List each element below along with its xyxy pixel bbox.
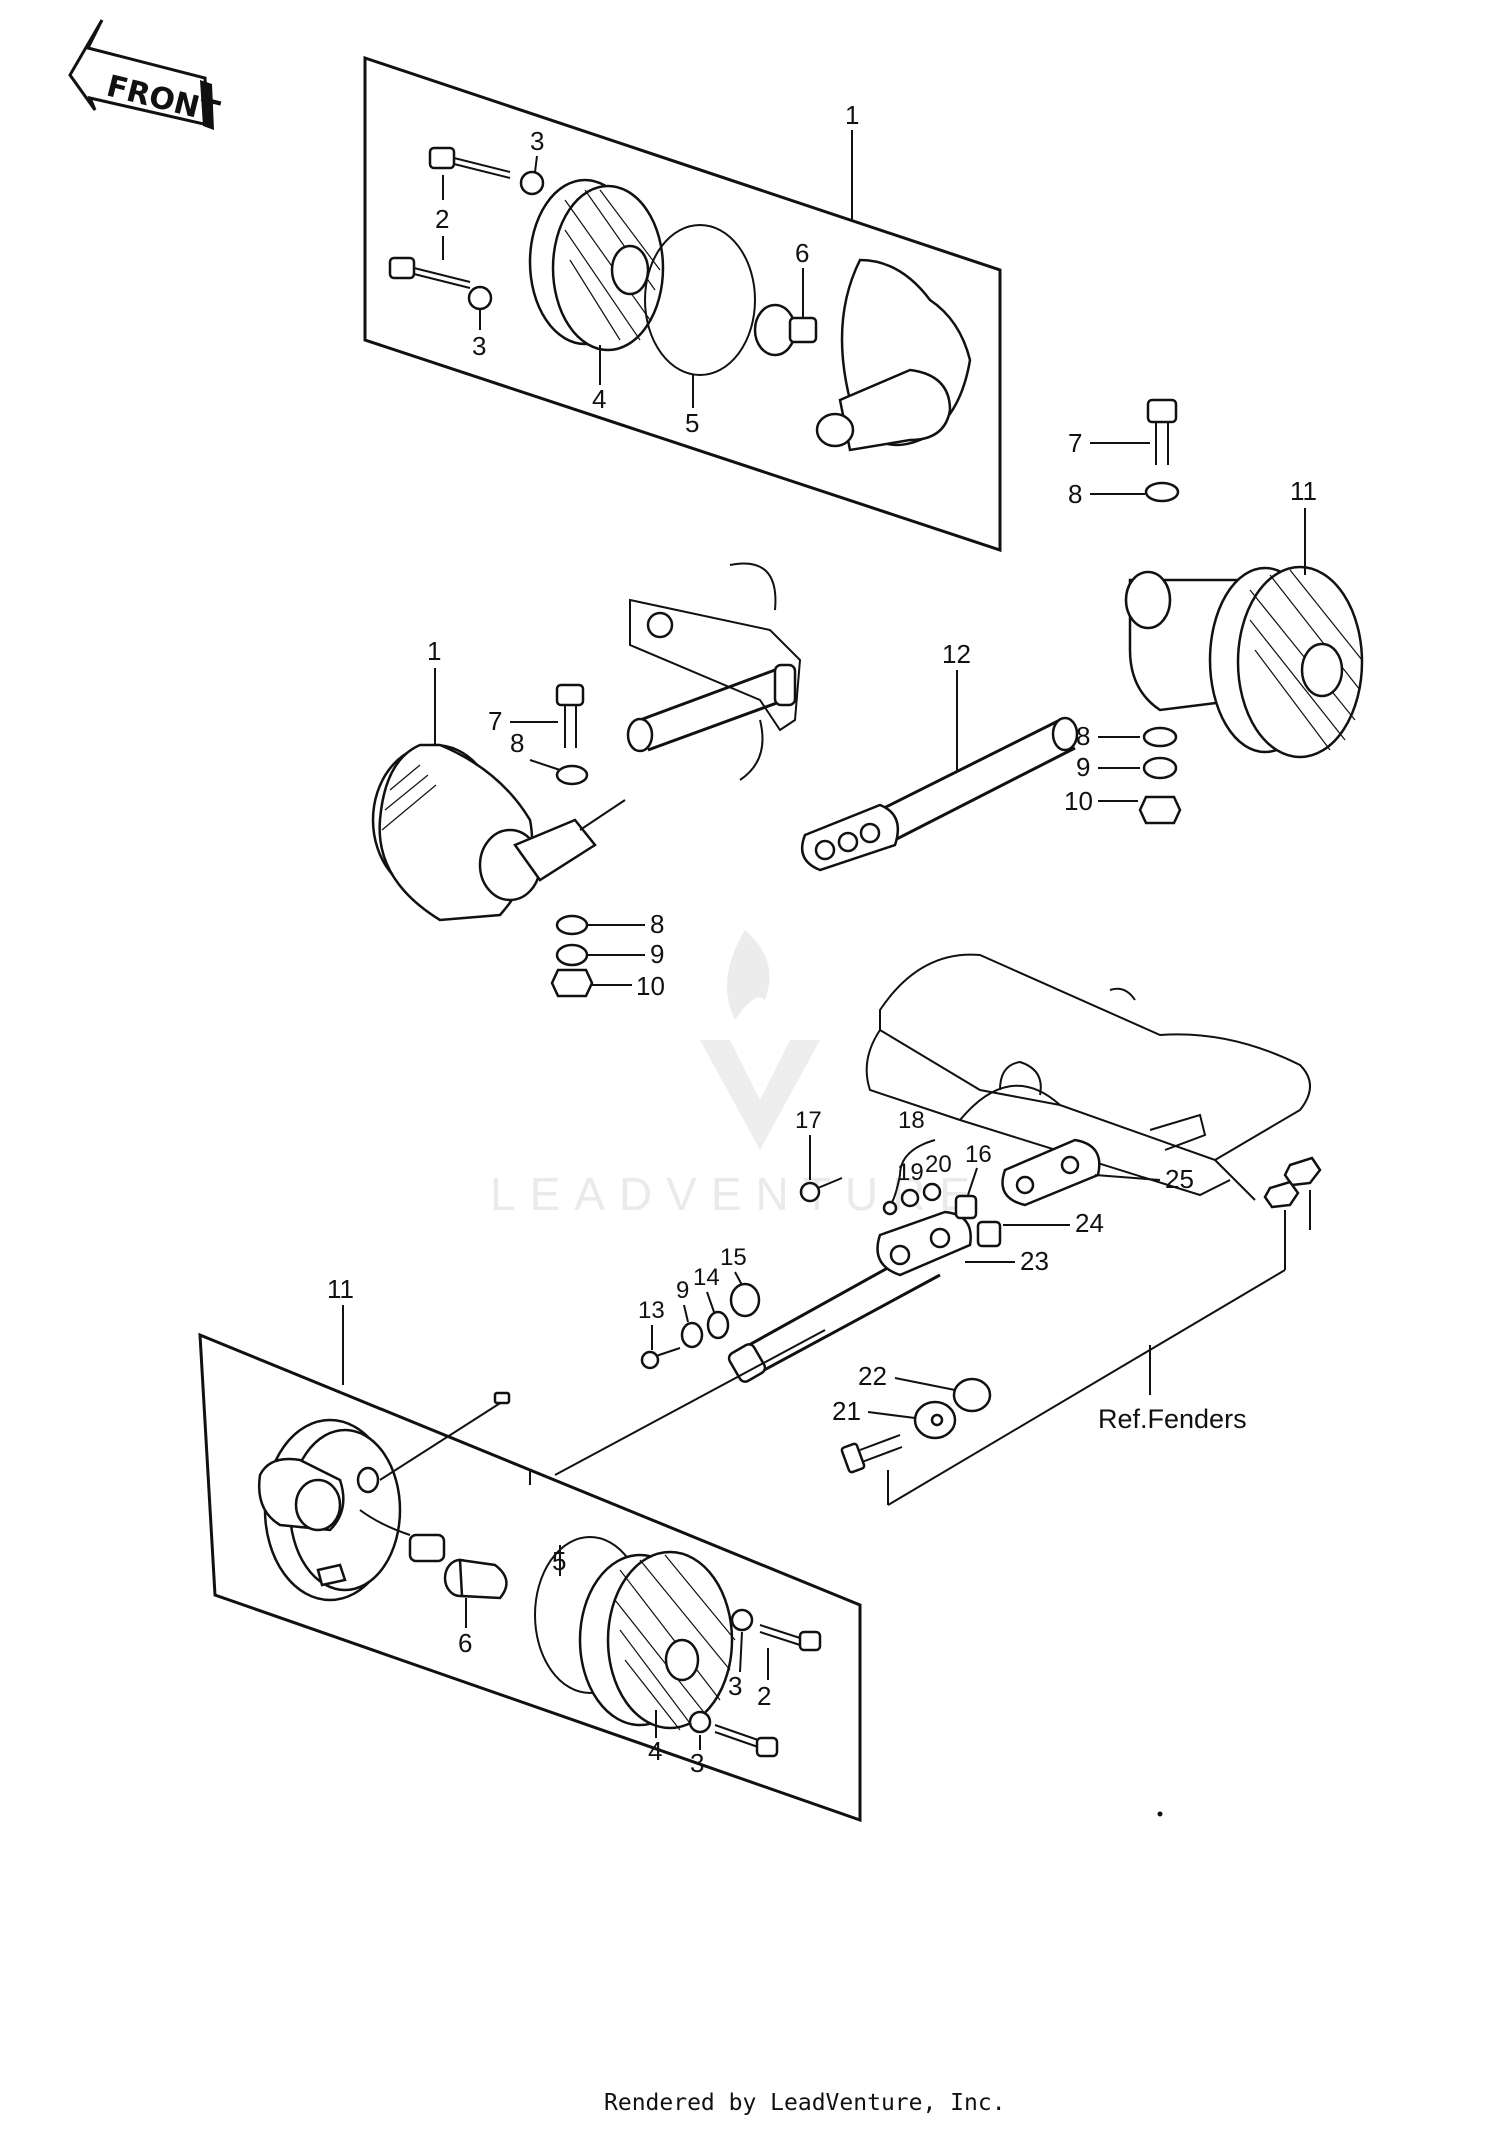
gasket-icon	[644, 224, 756, 376]
nut-icon	[1138, 795, 1182, 825]
callout-label: 9	[1076, 752, 1090, 782]
washer-icon	[706, 1310, 730, 1340]
callout-label: 2	[435, 204, 449, 234]
callout-label: 16	[965, 1141, 992, 1168]
callout-label: 12	[942, 639, 971, 669]
wire-icon	[889, 1139, 936, 1206]
bottom-assembly	[198, 1329, 862, 1823]
bushing-icon	[729, 1282, 761, 1318]
ref-fenders-group: Ref.Fenders	[887, 1190, 1311, 1506]
callout-label: 20	[925, 1151, 952, 1178]
washer-icon	[1144, 481, 1180, 503]
grommet-icon	[922, 1182, 942, 1202]
callout-label: 2	[757, 1681, 771, 1711]
collar-icon	[954, 1194, 978, 1220]
front-arrow-badge: FRONT	[68, 19, 223, 131]
callout-label: 8	[1068, 479, 1082, 509]
mount-callouts: 17 18 19 20 16 25 24 23 13 9 14 15 22 21	[638, 1107, 1194, 1426]
turn-signal-lamp-icon	[371, 743, 626, 922]
lock-washer-icon	[1142, 756, 1178, 780]
callout-label: 19	[897, 1159, 924, 1186]
washer-icon	[1142, 726, 1178, 748]
lock-washer-icon	[555, 943, 589, 967]
callout-label: 7	[488, 706, 502, 736]
lens-icon	[578, 1550, 736, 1731]
callout-label: 8	[510, 728, 524, 758]
callout-label: 5	[685, 408, 699, 438]
callout-label: 25	[1165, 1164, 1194, 1194]
stray-dot	[1157, 1811, 1163, 1817]
bolt-icon	[840, 1442, 866, 1474]
callout-label: 6	[458, 1628, 472, 1658]
nut-icon	[688, 1710, 712, 1734]
rear-fender-outline	[865, 953, 1311, 1201]
collar-icon	[976, 1220, 1002, 1248]
callout-label: 4	[648, 1736, 662, 1766]
callout-label: 14	[693, 1264, 720, 1291]
nut-icon	[730, 1608, 754, 1632]
callout-label: 11	[1290, 476, 1317, 506]
callout-label: 18	[898, 1107, 925, 1134]
bolt-icon	[1146, 398, 1178, 424]
upper-right-group: 7 8 11 12 8 9 10	[800, 398, 1364, 872]
screw-icon	[640, 1350, 660, 1370]
washer-icon	[555, 764, 589, 786]
callout-label: 10	[1064, 786, 1093, 816]
watermark: LEADVENTURE	[490, 930, 970, 1220]
nut-icon	[550, 968, 594, 998]
bolt-icon	[388, 146, 511, 289]
washer-icon	[555, 914, 589, 936]
callout-label: 22	[858, 1361, 887, 1391]
nut-icon	[1283, 1156, 1322, 1187]
screw-icon	[799, 1181, 821, 1203]
nut-icon	[519, 170, 545, 196]
housing-icon	[815, 258, 972, 452]
callout-label: 4	[592, 384, 606, 414]
grommet-icon	[900, 1188, 920, 1208]
top-callouts: 1 2 3 3 4 5 6	[435, 100, 859, 438]
callout-label: 13	[638, 1297, 665, 1324]
callout-label: 9	[650, 939, 664, 969]
callout-label: 3	[472, 331, 486, 361]
nut-icon	[1263, 1180, 1300, 1209]
collar-icon	[952, 1377, 992, 1413]
bolt-icon	[555, 683, 585, 707]
footer-credit: Rendered by LeadVenture, Inc.	[604, 2090, 1006, 2116]
callout-label: 1	[845, 100, 859, 130]
lamp-base-icon	[257, 1391, 511, 1602]
callout-label: 24	[1075, 1208, 1104, 1238]
callout-label: 1	[427, 636, 441, 666]
callout-label: 15	[720, 1244, 747, 1271]
callout-label: 7	[1068, 428, 1082, 458]
callout-label: 17	[795, 1107, 822, 1134]
top-assembly	[363, 55, 1002, 553]
callout-label: 9	[676, 1277, 689, 1304]
callout-label: 3	[530, 126, 544, 156]
left-lamp-group: 1 7 8 8 9 10	[371, 562, 802, 1001]
bulb-icon	[753, 303, 818, 357]
callout-label: 11	[327, 1274, 354, 1304]
callout-label: 3	[690, 1748, 704, 1778]
bottom-callouts: 11 5 6 3 2 4 3	[327, 1274, 771, 1778]
reference-note: Ref.Fenders	[1098, 1404, 1247, 1434]
bulb-icon	[408, 1533, 508, 1600]
callout-label: 10	[636, 971, 665, 1001]
nut-icon	[467, 285, 493, 311]
callout-label: 3	[728, 1671, 742, 1701]
callout-label: 8	[650, 909, 664, 939]
lock-washer-icon	[680, 1321, 704, 1349]
callout-label: 23	[1020, 1246, 1049, 1276]
mounting-shaft-icon	[800, 716, 1079, 872]
screw-icon	[714, 1624, 822, 1758]
mount-hardware	[640, 1138, 1322, 1474]
turn-signal-lamp-icon	[1124, 565, 1364, 759]
callout-label: 8	[1076, 721, 1090, 751]
callout-label: 6	[795, 238, 809, 268]
callout-label: 21	[832, 1396, 861, 1426]
lens-icon	[528, 178, 665, 352]
